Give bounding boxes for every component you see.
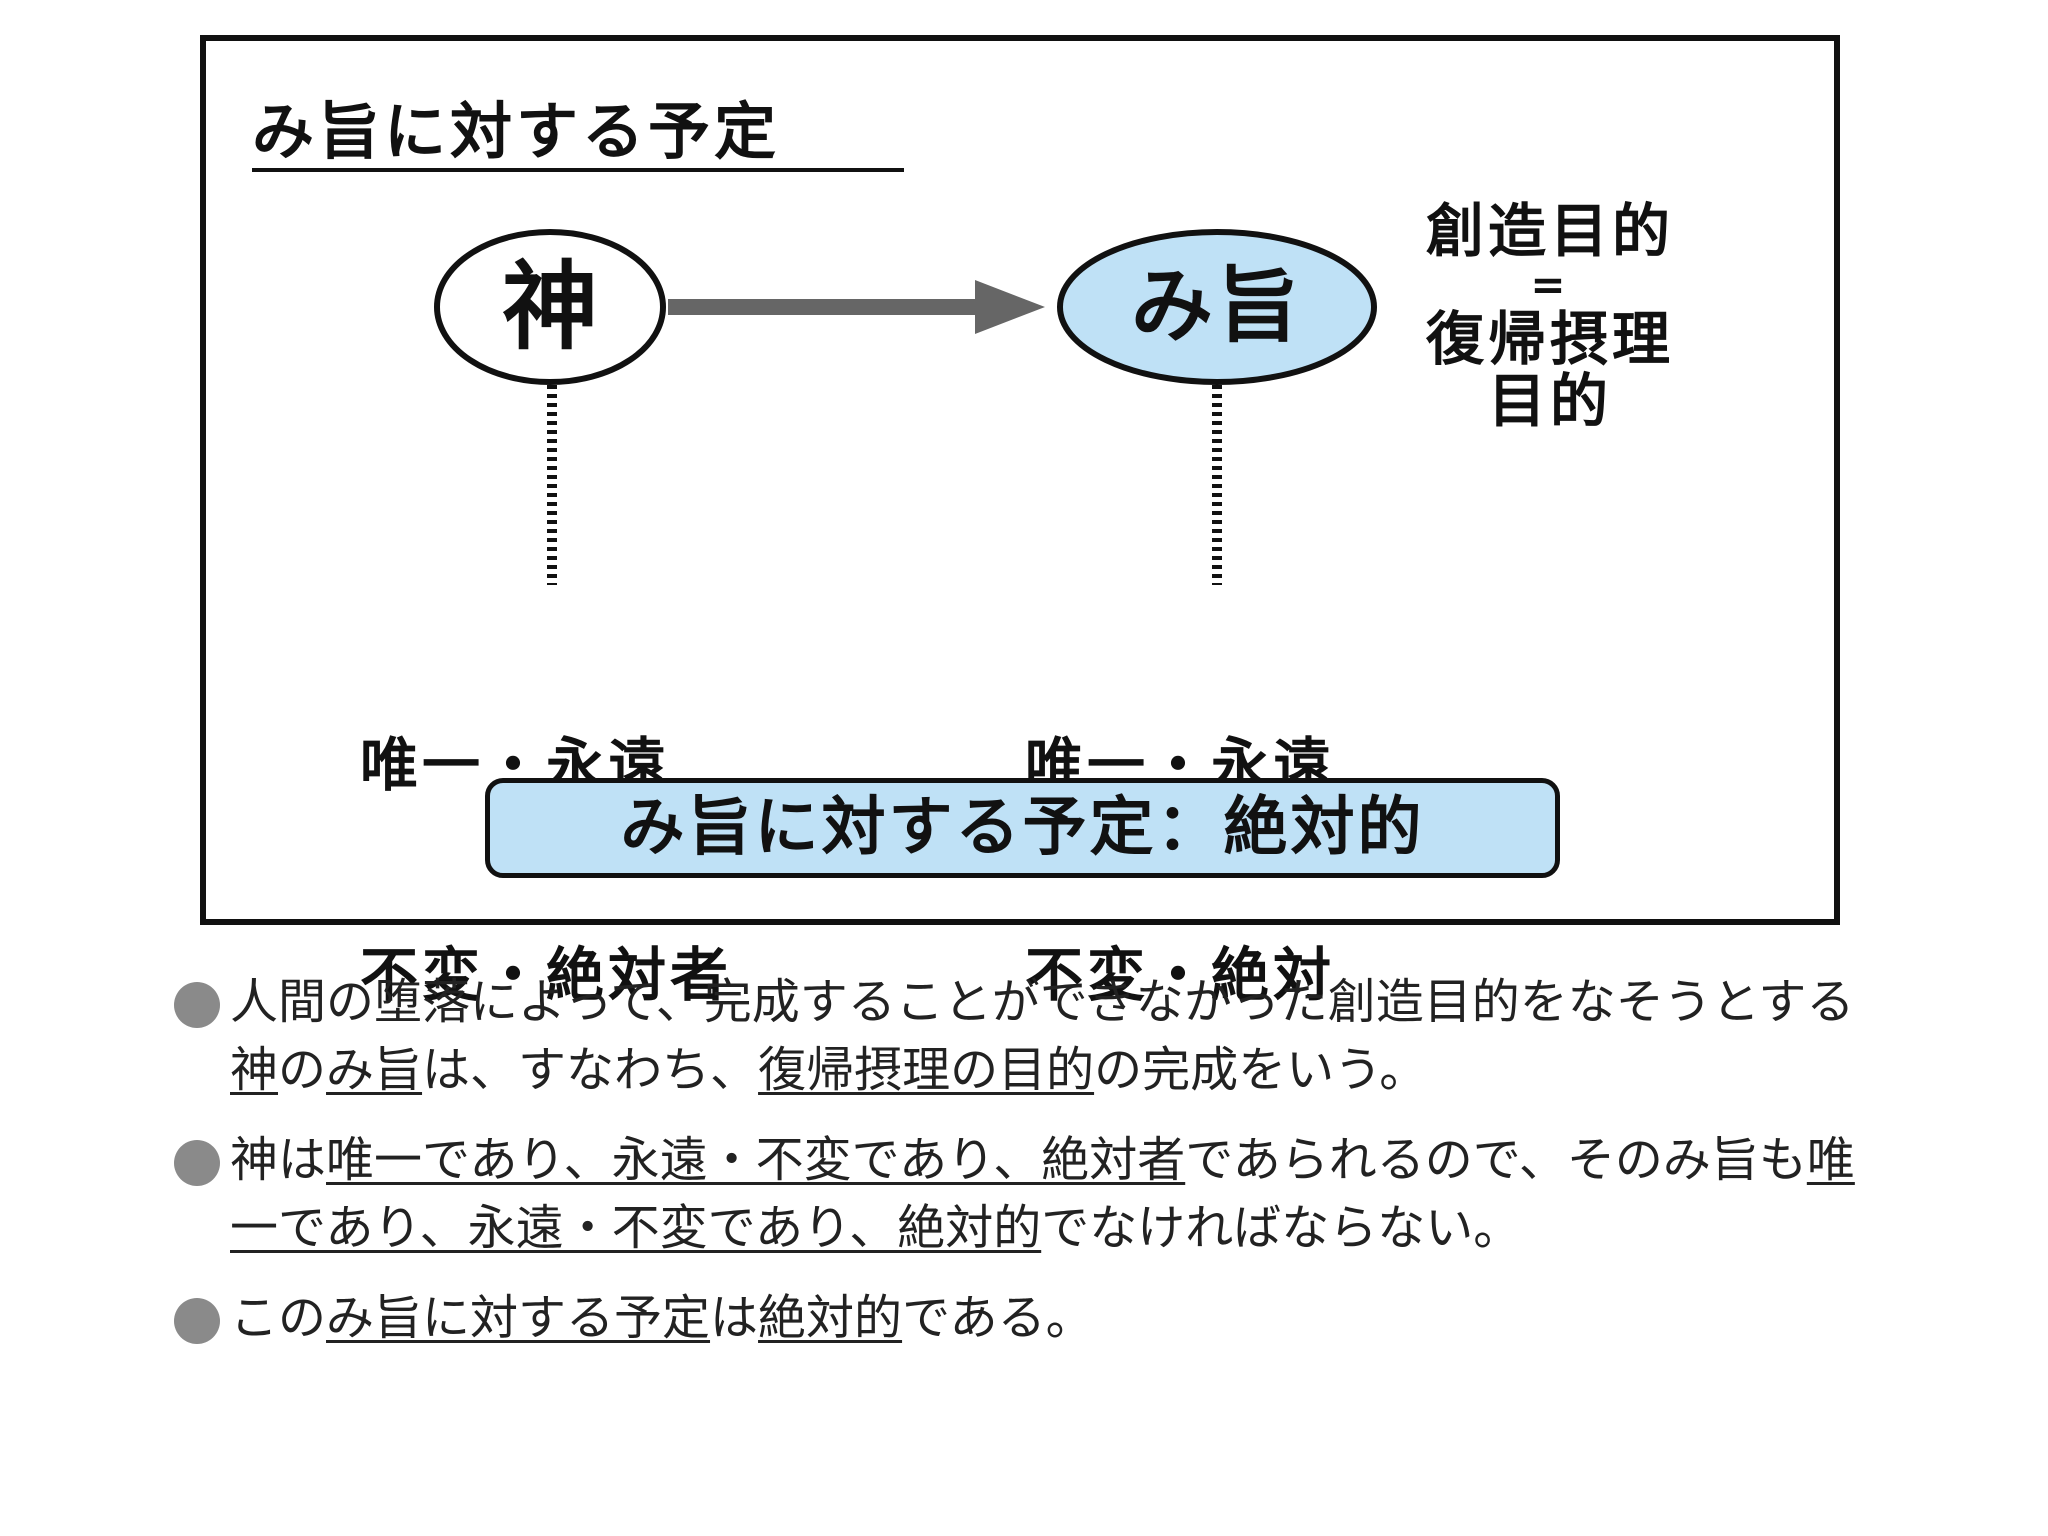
purpose-line-1: 創造目的	[1425, 197, 1674, 265]
bullet-item: 人間の堕落によって、完成することができなかった創造目的をなそうとする神のみ旨は、…	[170, 968, 1890, 1104]
god-node-label: 神	[502, 251, 598, 363]
bullet-text: である。	[902, 1290, 1094, 1346]
bullet-text: であられるので、そのみ旨も	[1185, 1132, 1807, 1188]
bullet-text: は	[710, 1290, 759, 1346]
bullet-dot-icon	[174, 982, 220, 1028]
bullet-item: このみ旨に対する予定は絶対的である。	[170, 1284, 1890, 1352]
bullet-dot-icon	[174, 1298, 220, 1344]
bullet-text: この	[230, 1290, 327, 1346]
underlined-text: 唯一であり、永遠・不変であり、絶対者	[326, 1132, 1186, 1188]
underlined-text: 復帰摂理の目的	[758, 1042, 1095, 1098]
will-node-circle	[1057, 229, 1377, 385]
underlined-text: み旨	[326, 1042, 423, 1098]
god-attributes-line-2: 不変・絶対者	[360, 941, 733, 1009]
title-underline	[252, 168, 904, 172]
diagram-title: み旨に対する予定	[252, 95, 781, 168]
purpose-line-2: 復帰摂理	[1425, 305, 1674, 373]
will-attributes-line-2: 不変・絶対	[1025, 941, 1336, 1009]
diagram-frame	[200, 35, 1840, 925]
bullet-text: でなければならない。	[1041, 1200, 1522, 1256]
purpose-line-3: 目的	[1487, 367, 1612, 435]
bullet-item: 神は唯一であり、永遠・不変であり、絶対者であられるので、そのみ旨も唯一であり、永…	[170, 1126, 1890, 1262]
bullet-list: 人間の堕落によって、完成することができなかった創造目的をなそうとする神のみ旨は、…	[170, 968, 1890, 1374]
bullet-text: 神は	[230, 1132, 327, 1188]
underlined-text: み旨に対する予定	[326, 1290, 711, 1346]
result-box: み旨に対する予定：絶対的	[485, 778, 1560, 878]
underlined-text: 唯一であり、永遠・不変であり、絶対的	[230, 1132, 1855, 1256]
bullet-dot-icon	[174, 1140, 220, 1186]
arrow-head	[975, 280, 1045, 334]
underlined-text: 絶対的	[758, 1290, 903, 1346]
bullet-text: 人間の堕落によって、完成することができなかった創造目的をなそうとする	[230, 974, 1855, 1030]
bullet-text: は、すなわち、	[422, 1042, 759, 1098]
purpose-note: 創造目的 = 復帰摂理 目的	[1380, 200, 1720, 432]
bullet-text: の	[278, 1042, 327, 1098]
bullet-text: の完成をいう。	[1094, 1042, 1428, 1098]
underlined-text: 神	[230, 1042, 279, 1098]
will-node-label: み旨	[1130, 259, 1303, 354]
purpose-equals-sign: =	[1530, 260, 1570, 309]
god-node-circle	[434, 229, 666, 385]
